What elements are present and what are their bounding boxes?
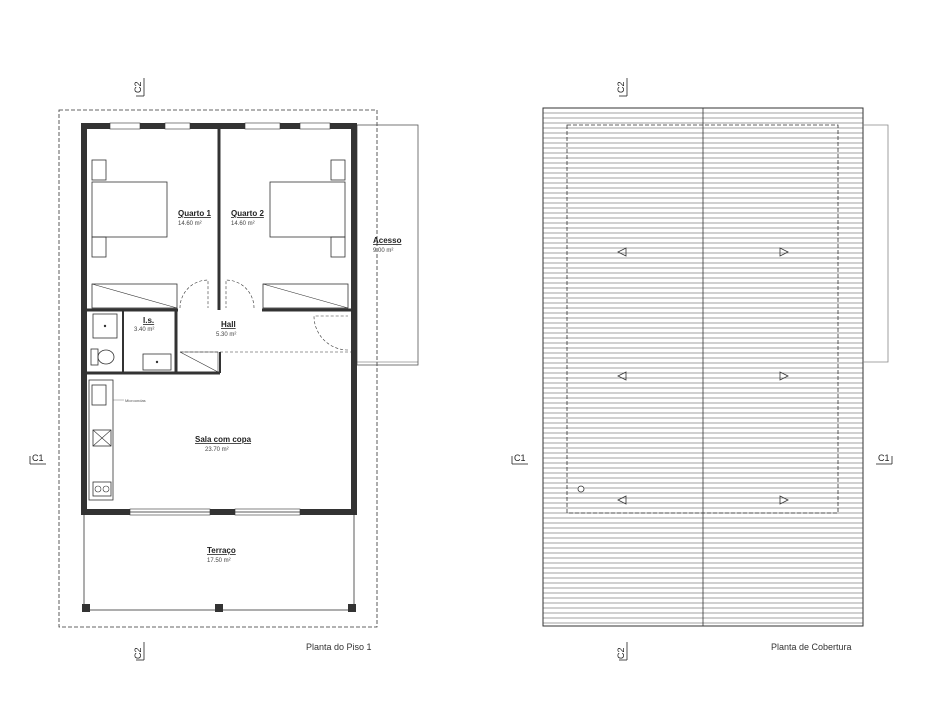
svg-text:C2: C2 <box>133 647 143 659</box>
sink-icon <box>142 353 172 371</box>
sink-icon <box>92 429 112 447</box>
room-label-quarto-1: Quarto 1 <box>178 209 211 218</box>
roof-outline-dashed <box>58 109 378 628</box>
roof-plan: C2 C2 C1 C1 Planta de Cobertura <box>511 78 893 661</box>
room-label-acesso: Acesso <box>373 236 402 245</box>
bed-quarto-2 <box>269 181 346 238</box>
svg-text:C2: C2 <box>616 647 626 659</box>
toilet-icon <box>97 349 115 365</box>
svg-text:C2: C2 <box>133 81 143 93</box>
section-marker-c1-right-roof: C1 <box>876 453 893 465</box>
kitchen-counter <box>88 379 114 501</box>
section-marker-c2-top: C2 <box>133 78 145 97</box>
room-label-is: I.s. <box>143 316 154 325</box>
floor-plan: Quarto 1 14.60 m² Quarto 2 14.60 m² Aces… <box>29 78 419 661</box>
shower-icon <box>92 313 118 339</box>
access-outline <box>863 124 889 363</box>
room-label-quarto-2: Quarto 2 <box>231 209 264 218</box>
room-area-is: 3.40 m² <box>134 327 154 333</box>
room-label-terraco: Terraço <box>207 546 236 555</box>
room-label-sala: Sala com copa <box>195 435 252 444</box>
svg-text:C1: C1 <box>32 453 44 463</box>
svg-text:C1: C1 <box>514 453 526 463</box>
roof-plan-caption: Planta de Cobertura <box>771 642 852 652</box>
room-area-quarto-2: 14.60 m² <box>231 221 255 227</box>
room-area-hall: 5.30 m² <box>216 332 236 338</box>
section-marker-c2-top-roof: C2 <box>616 78 628 97</box>
floor-plan-caption: Planta do Piso 1 <box>306 642 372 652</box>
slope-arrow-icon <box>617 247 789 505</box>
section-marker-c1-left: C1 <box>29 453 46 465</box>
svg-text:C1: C1 <box>878 453 890 463</box>
section-marker-c1-left-roof: C1 <box>511 453 528 465</box>
bed-quarto-1 <box>91 181 168 238</box>
access-ramp <box>356 124 419 366</box>
appliance-label: Microondas <box>125 398 146 403</box>
drain-icon <box>577 485 585 493</box>
room-area-quarto-1: 14.60 m² <box>178 221 202 227</box>
stove-icon <box>92 481 112 497</box>
room-area-sala: 23.70 m² <box>205 447 229 453</box>
svg-text:C2: C2 <box>616 81 626 93</box>
room-area-terraco: 17.50 m² <box>207 558 231 564</box>
section-marker-c2-bottom: C2 <box>133 642 145 661</box>
room-label-hall: Hall <box>221 320 236 329</box>
room-area-acesso: 9.00 m² <box>373 248 393 254</box>
walls-outline-dashed <box>566 124 839 514</box>
section-marker-c2-bottom-roof: C2 <box>616 642 628 661</box>
